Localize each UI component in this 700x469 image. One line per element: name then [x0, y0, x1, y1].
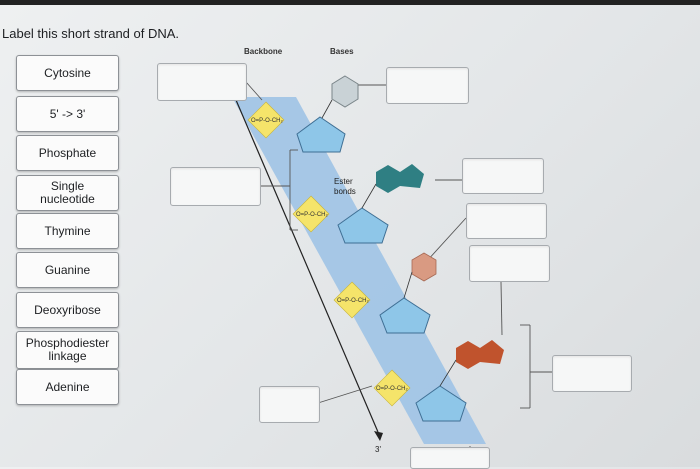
drop-target-5[interactable] — [466, 203, 547, 239]
label-5-to-3[interactable]: 5' -> 3' — [16, 96, 119, 132]
label-phosphodiester-linkage[interactable]: Phosphodiester linkage — [16, 331, 119, 369]
ester-bonds-text-line2: bonds — [334, 187, 356, 196]
leader-lines — [245, 81, 552, 462]
deoxyribose-ring-2 — [337, 207, 389, 244]
drop-target-2[interactable] — [386, 67, 469, 104]
direction-arrow — [235, 99, 379, 433]
drop-target-7[interactable] — [552, 355, 632, 392]
label-cytosine[interactable]: Cytosine — [16, 55, 119, 91]
guanine-base-ring-b — [400, 164, 424, 188]
drop-target-8[interactable] — [259, 386, 320, 423]
drop-target-4[interactable] — [462, 158, 544, 194]
svg-text:O=P-O-CH₂: O=P-O-CH₂ — [251, 118, 284, 124]
thymine-base — [411, 252, 437, 282]
drop-target-3[interactable] — [170, 167, 261, 206]
glycosidic-bonds — [321, 99, 457, 387]
label-phosphate[interactable]: Phosphate — [16, 135, 119, 171]
phosphate-group-1: O=P-O-CH₂ — [247, 101, 285, 139]
instruction-text: Label this short strand of DNA. — [2, 26, 180, 41]
adenine-base-ring-b — [480, 340, 504, 364]
ester-bonds-text-line1: Ester — [334, 177, 353, 186]
phosphate-group-4: O=P-O-CH₂ — [373, 369, 411, 407]
svg-text:O=P-O-CH₂: O=P-O-CH₂ — [296, 212, 329, 218]
backbone-heading: Backbone — [244, 47, 283, 56]
drop-target-9[interactable] — [410, 447, 490, 469]
deoxyribose-ring-3 — [379, 297, 431, 334]
deoxyribose-ring-1 — [296, 116, 346, 153]
phosphate-group-3: O=P-O-CH₂ — [333, 281, 371, 319]
label-deoxyribose[interactable]: Deoxyribose — [16, 292, 119, 328]
strand-end-label: 3' — [375, 445, 381, 454]
deoxyribose-ring-4 — [415, 385, 467, 422]
svg-text:O=P-O-CH₂: O=P-O-CH₂ — [376, 386, 409, 392]
bases-heading: Bases — [330, 47, 354, 56]
guanine-base-ring-a — [376, 165, 400, 193]
top-bar — [0, 0, 700, 5]
direction-arrowhead — [374, 431, 383, 441]
drop-target-6[interactable] — [469, 245, 550, 282]
label-adenine[interactable]: Adenine — [16, 369, 119, 405]
backbone-band — [232, 97, 486, 444]
cytosine-base — [331, 75, 359, 108]
adenine-base-ring-a — [456, 341, 480, 369]
drop-target-1[interactable] — [157, 63, 247, 101]
phosphate-group-2: O=P-O-CH₂ — [292, 195, 330, 233]
svg-text:O=P-O-CH₂: O=P-O-CH₂ — [337, 298, 370, 304]
label-single-nucleotide[interactable]: Single nucleotide — [16, 175, 119, 211]
label-guanine[interactable]: Guanine — [16, 252, 119, 288]
label-thymine[interactable]: Thymine — [16, 213, 119, 249]
